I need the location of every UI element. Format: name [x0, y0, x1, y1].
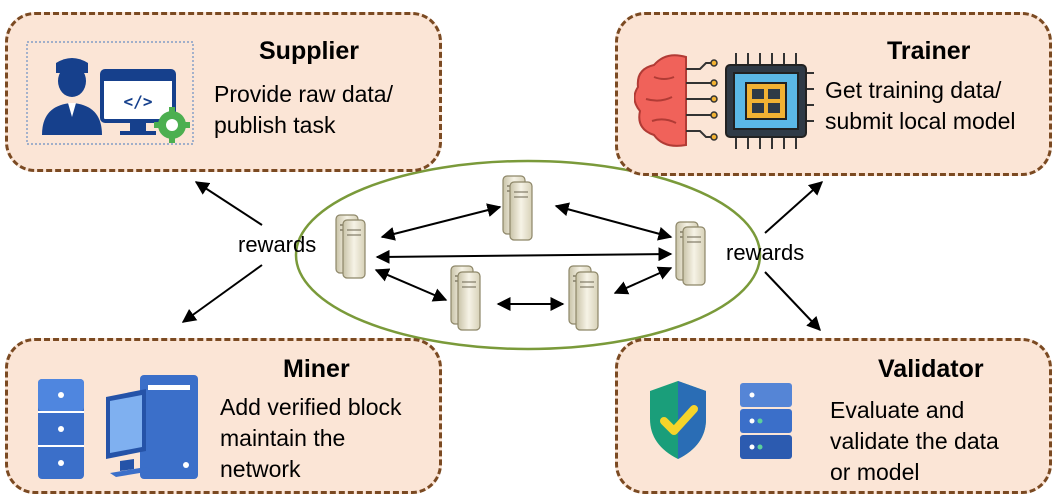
link-left-bottomleft	[374, 268, 448, 302]
miner-desc-line: network	[220, 456, 301, 482]
server-node-bottom-left	[450, 259, 482, 331]
link-left-right	[375, 247, 673, 264]
arrow-to-miner	[181, 264, 263, 323]
link-bottomright-right	[613, 266, 673, 295]
validator-desc-line: validate the data	[830, 428, 999, 454]
shield-check-icon	[650, 381, 792, 459]
arrow-to-validator	[764, 271, 821, 332]
server-node-right	[675, 215, 707, 286]
validator-box: Validator Evaluate and validate the data…	[615, 338, 1052, 494]
network-links	[374, 202, 673, 311]
validator-desc-line: or model	[830, 459, 920, 485]
validator-desc-line: Evaluate and	[830, 397, 965, 423]
trainer-desc-line: Get training data/	[825, 77, 1002, 103]
arrow-to-trainer	[764, 181, 824, 234]
validator-title: Validator	[878, 355, 984, 383]
miner-box: Miner Add verified block maintain the ne…	[5, 338, 442, 494]
rewards-label-left: rewards	[238, 232, 317, 257]
supplier-desc-line: Provide raw data/	[214, 81, 393, 107]
supplier-desc-line: publish task	[214, 112, 336, 138]
link-left-top	[380, 203, 502, 241]
supplier-box: </> Supplier Provide raw data/ publish t…	[5, 12, 442, 172]
brain-chip-icon	[634, 53, 814, 149]
rewards-label-right: rewards	[726, 240, 805, 265]
server-node-left	[335, 208, 367, 279]
server-node-bottom-right	[568, 259, 600, 331]
miner-title: Miner	[283, 355, 350, 383]
server-computer-icon	[38, 375, 198, 479]
miner-desc-line: Add verified block	[220, 394, 402, 420]
trainer-description: Get training data/ submit local model	[825, 75, 1015, 137]
miner-desc-line: maintain the	[220, 425, 346, 451]
validator-description: Evaluate and validate the data or model	[830, 395, 999, 488]
svg-text:</>: </>	[124, 92, 153, 111]
trainer-title: Trainer	[887, 37, 971, 65]
link-top-right	[554, 202, 673, 241]
miner-description: Add verified block maintain the network	[220, 392, 402, 485]
server-node-top	[502, 169, 534, 241]
network-ellipse	[294, 159, 762, 351]
supplier-title: Supplier	[259, 37, 360, 65]
supplier-description: Provide raw data/ publish task	[214, 79, 393, 141]
developer-icon: </>	[26, 41, 194, 145]
trainer-box: Trainer Get training data/ submit local …	[615, 12, 1052, 176]
arrow-to-supplier	[194, 181, 263, 226]
trainer-desc-line: submit local model	[825, 108, 1016, 134]
